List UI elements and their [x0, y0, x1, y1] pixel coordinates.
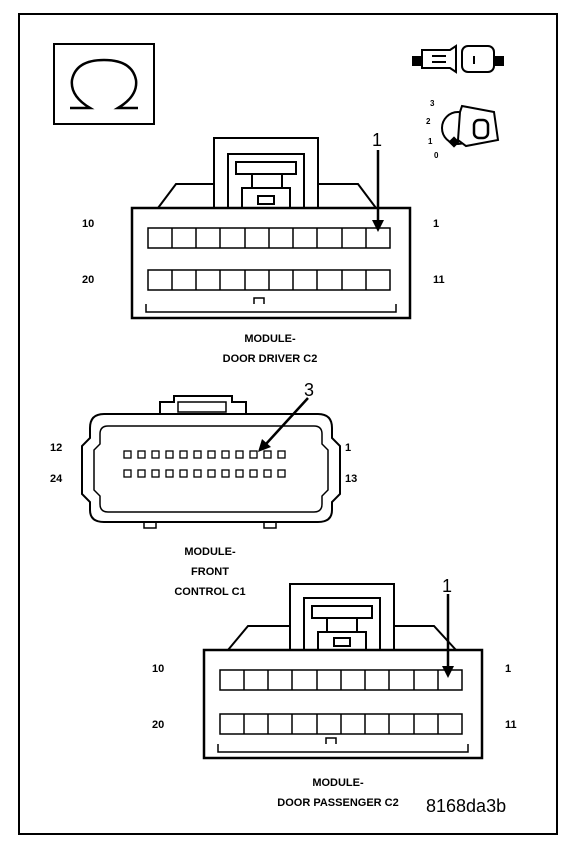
ignition-key-icon: 3 2 1 0 — [426, 99, 500, 160]
key-position-2: 2 — [426, 117, 431, 126]
pin-label-top-right: 1 — [345, 442, 351, 454]
pin-label-top-right: 1 — [505, 663, 511, 675]
door-passenger-c2-connector: 1 10 1 20 11 MODULE- DOOR PASSENGER C2 — [152, 576, 517, 809]
pin-label-bottom-left: 20 — [152, 719, 164, 731]
pin-callout-number: 3 — [304, 380, 314, 400]
pin-label-top-right: 1 — [433, 218, 439, 230]
pin-row-top — [147, 227, 391, 249]
pin-row-bottom — [219, 713, 463, 735]
key-position-0: 0 — [434, 151, 439, 160]
pin-label-bottom-right: 11 — [505, 719, 517, 731]
connector-plug-icon — [412, 44, 504, 74]
connector-title-line2: FRONT — [191, 566, 229, 578]
connector-title-line3: CONTROL C1 — [174, 586, 245, 598]
pin-label-bottom-left: 20 — [82, 274, 94, 286]
pin-label-top-left: 12 — [50, 442, 62, 454]
front-control-c1-connector: 3 12 1 24 13 MODULE- FRONT CONTROL C1 — [50, 380, 357, 598]
connector-title-line2: DOOR DRIVER C2 — [223, 353, 318, 365]
connector-title-line1: MODULE- — [184, 546, 236, 558]
omega-icon — [53, 43, 155, 125]
page-border — [18, 13, 558, 835]
key-position-3: 3 — [430, 99, 435, 108]
pin-label-bottom-right: 13 — [345, 473, 357, 485]
connector-title-line2: DOOR PASSENGER C2 — [277, 797, 398, 809]
pin-row-bottom — [147, 269, 391, 291]
pin-callout-arrow — [258, 397, 309, 452]
connector-title-line1: MODULE- — [312, 777, 364, 789]
pin-row-top — [219, 669, 463, 691]
pin-label-bottom-right: 11 — [433, 274, 445, 286]
pin-callout-arrow — [372, 150, 384, 232]
connector-title-line1: MODULE- — [244, 333, 296, 345]
key-position-1: 1 — [428, 137, 433, 146]
pin-callout-arrow — [442, 594, 454, 678]
pin-label-top-left: 10 — [152, 663, 164, 675]
pin-row-top — [123, 450, 286, 459]
pin-callout-number: 1 — [442, 576, 452, 596]
pin-label-top-left: 10 — [82, 218, 94, 230]
figure-code: 8168da3b — [426, 796, 506, 816]
pin-label-bottom-left: 24 — [50, 473, 63, 485]
door-driver-c2-connector: 1 10 1 20 11 MODULE- DOOR DRIVER C2 — [82, 130, 445, 365]
pin-row-bottom — [123, 469, 286, 478]
pin-callout-number: 1 — [372, 130, 382, 150]
